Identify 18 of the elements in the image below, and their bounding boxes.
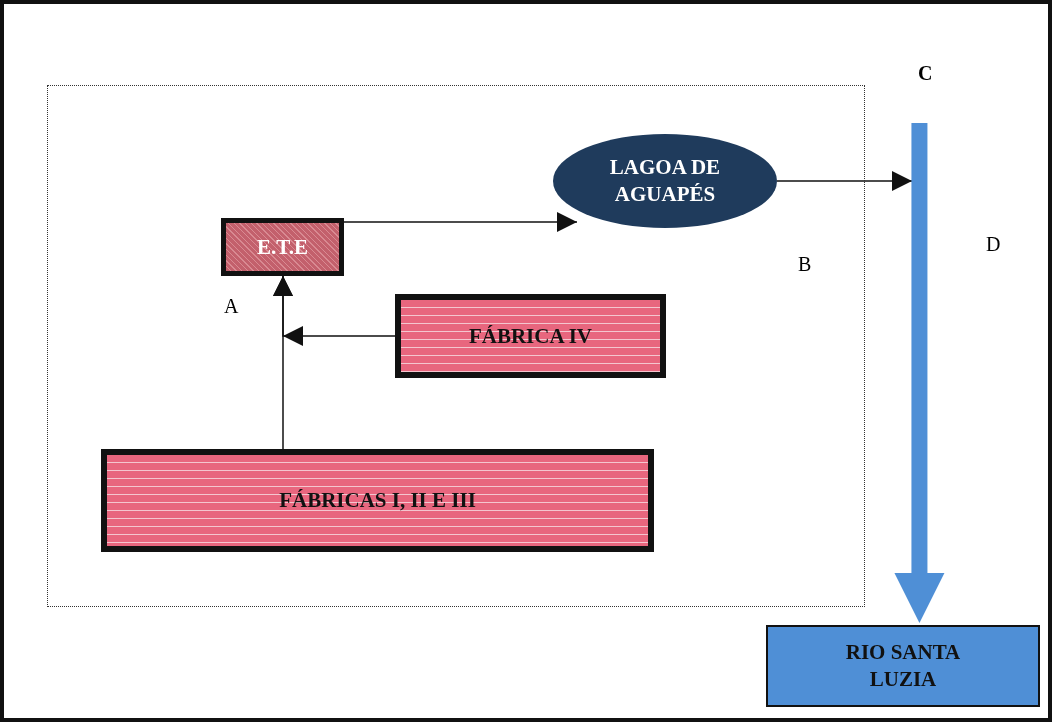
arrow <box>776 171 913 191</box>
dotted-boundary-box <box>47 85 865 607</box>
callout-letter: A <box>224 295 239 318</box>
arrow <box>273 275 293 450</box>
node-label: FÁBRICA IV <box>468 323 593 349</box>
callout-letter: B <box>798 253 812 276</box>
river-box <box>766 625 1040 707</box>
node-label: RIO SANTA LUZIA <box>844 639 962 693</box>
arrow <box>343 212 578 232</box>
river-arrow <box>894 123 945 623</box>
node-label: E.T.E <box>257 234 308 260</box>
factory-box <box>101 449 654 552</box>
callout-letter: D <box>986 233 1001 256</box>
node-label: LAGOA DE AGUAPÉS <box>608 154 722 208</box>
treatment-station-box <box>221 218 344 276</box>
factory-box <box>395 294 666 378</box>
node-label: FÁBRICAS I, II E III <box>279 488 476 513</box>
callout-letter: C <box>918 62 933 85</box>
